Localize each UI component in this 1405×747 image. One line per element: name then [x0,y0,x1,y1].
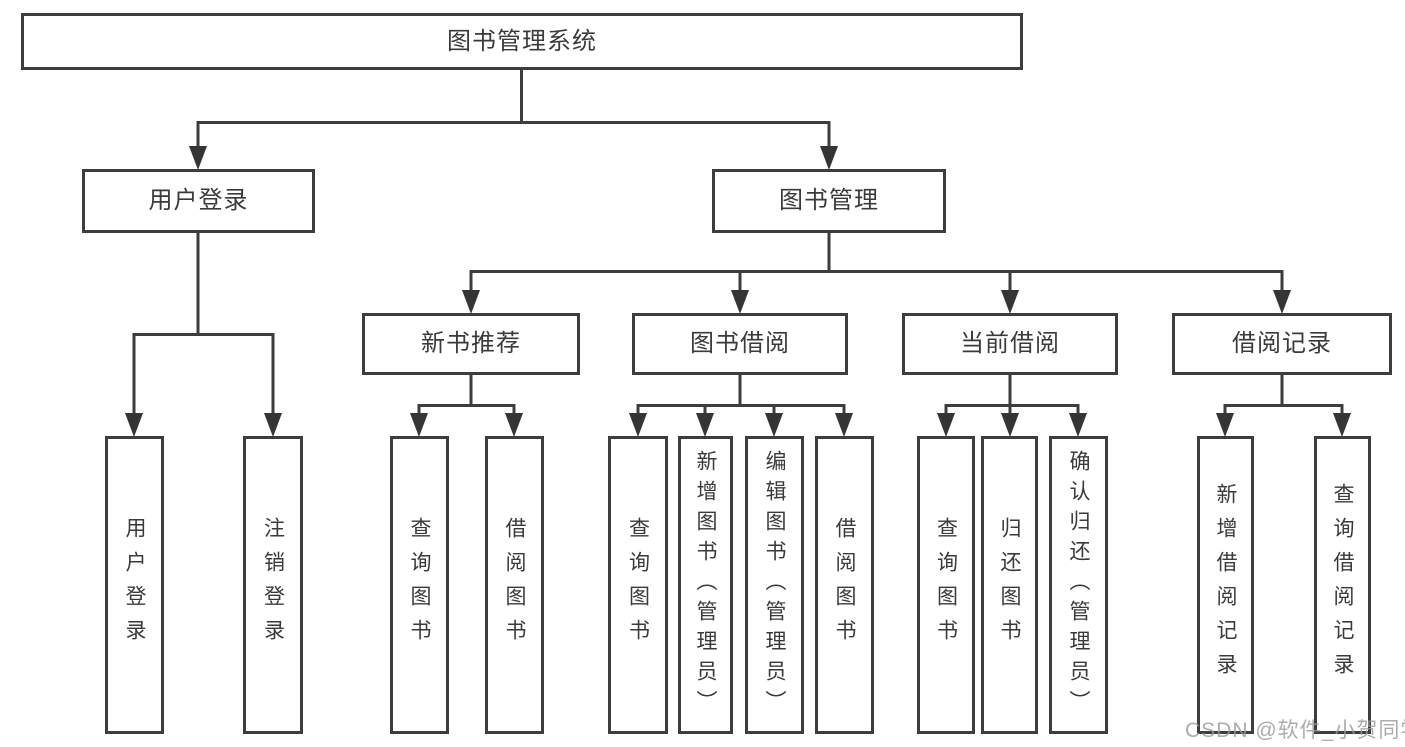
leaf-borrow-books-recommend: 借阅图书 [485,436,544,734]
node-user-login: 用户登录 [82,169,315,233]
leaf-query-borrow-record: 查询借阅记录 [1314,436,1371,734]
leaf-query-books-current: 查询图书 [917,436,975,734]
leaf-edit-book-admin: 编辑图书（管理员） [745,436,804,734]
node-library-management-system: 图书管理系统 [21,13,1023,70]
leaf-confirm-return-admin: 确认归还（管理员） [1049,436,1108,734]
arrowhead-icons [125,146,1351,437]
leaf-user-login: 用户登录 [105,436,164,734]
csdn-watermark: CSDN @软件_小贺同学 [1185,719,1405,742]
leaf-add-borrow-record: 新增借阅记录 [1197,436,1254,734]
node-borrow-records: 借阅记录 [1172,313,1392,375]
leaf-query-books-borrowing: 查询图书 [608,436,668,734]
node-new-book-recommend: 新书推荐 [362,313,580,375]
leaf-borrow-books: 借阅图书 [815,436,874,734]
node-book-borrowing: 图书借阅 [632,313,848,375]
node-book-management: 图书管理 [712,169,946,233]
leaf-logout: 注销登录 [243,436,303,734]
leaf-return-books: 归还图书 [981,436,1038,734]
node-current-borrowing: 当前借阅 [902,313,1118,375]
leaf-add-book-admin: 新增图书（管理员） [678,436,733,734]
leaf-query-books-recommend: 查询图书 [390,436,449,734]
